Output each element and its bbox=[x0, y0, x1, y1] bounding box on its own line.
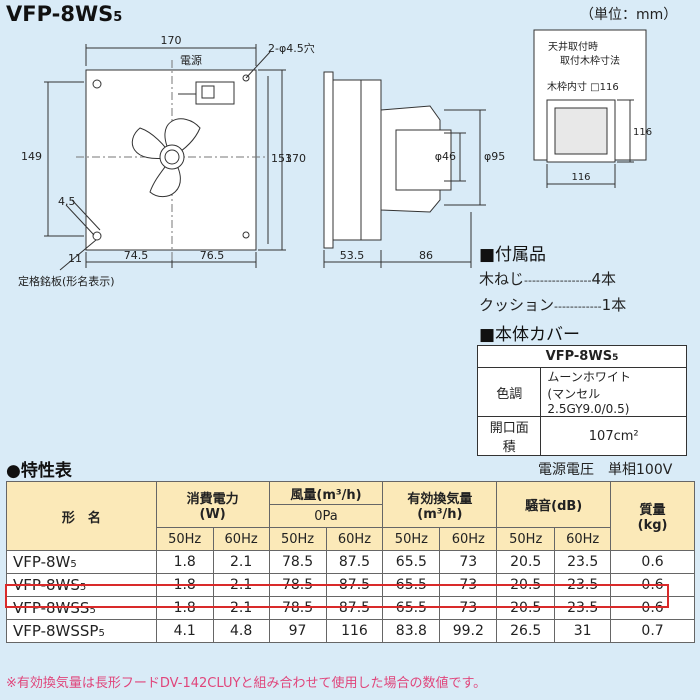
mount-hole bbox=[242, 74, 250, 82]
cover-area-value: 107cm² bbox=[540, 416, 687, 456]
dim-74-5: 74.5 bbox=[124, 249, 149, 262]
dim-153: 153 bbox=[271, 152, 292, 165]
header-power: 消費電力(W) bbox=[155, 481, 270, 528]
cover-table: VFP-8WS5 色調 ムーンホワイト(マンセル2.5GY9.0/0.5) 開口… bbox=[476, 345, 687, 456]
header-50hz: 50Hz bbox=[155, 527, 214, 551]
header-effective: 有効換気量(m³/h) bbox=[382, 481, 498, 528]
spec-heading: ●特性表 bbox=[6, 461, 72, 481]
value-cell: 23.5 bbox=[554, 550, 612, 574]
dim-170-side: 170 bbox=[285, 152, 306, 165]
technical-drawing: 170 2-φ4.5穴 電源 149 153 170 4.5 11 74.5 7… bbox=[18, 29, 652, 288]
header-60hz: 60Hz bbox=[439, 527, 498, 551]
value-cell: 83.8 bbox=[382, 619, 441, 643]
title-main: VFP-8WS bbox=[6, 2, 114, 26]
dim-4-5: 4.5 bbox=[58, 195, 76, 208]
accessory-qty: 1本 bbox=[601, 296, 627, 314]
value-cell: 87.5 bbox=[325, 550, 384, 574]
dim-170-top: 170 bbox=[161, 34, 182, 47]
ceiling-title-1: 天井取付時 bbox=[548, 40, 598, 53]
value-cell: 78.5 bbox=[268, 550, 327, 574]
dim-53-5: 53.5 bbox=[340, 249, 365, 262]
value-cell: 4.1 bbox=[155, 619, 214, 643]
value-cell: 73 bbox=[439, 550, 498, 574]
value-cell: 1.8 bbox=[155, 596, 214, 620]
value-cell: 2.1 bbox=[212, 550, 270, 574]
dim-116-bottom: 116 bbox=[571, 172, 590, 183]
mount-hole bbox=[92, 79, 102, 89]
model-cell: VFP-8W5 bbox=[6, 550, 157, 574]
side-view-front-panel bbox=[323, 71, 334, 249]
unit-label: （単位：mm） bbox=[580, 7, 678, 23]
value-cell: 65.5 bbox=[382, 596, 441, 620]
rating-plate-label: 定格銘板(形名表示) bbox=[18, 274, 115, 288]
header-airflow-sub: 0Pa bbox=[268, 504, 384, 528]
header-50hz: 50Hz bbox=[268, 527, 327, 551]
header-60hz: 60Hz bbox=[554, 527, 612, 551]
value-cell: 87.5 bbox=[325, 596, 384, 620]
value-cell: 97 bbox=[268, 619, 327, 643]
dim-116-side: 116 bbox=[633, 127, 652, 138]
dim-phi46: φ46 bbox=[435, 150, 456, 163]
ceiling-title-2: 取付木枠寸法 bbox=[560, 54, 620, 67]
frame-inner-label: 木枠内寸 □116 bbox=[547, 80, 619, 93]
power-supply-label: 電源電圧 単相100V bbox=[538, 462, 673, 478]
accessories-heading: ■付属品 bbox=[479, 245, 547, 265]
dim-phi95: φ95 bbox=[484, 150, 505, 163]
row-highlight-box bbox=[5, 584, 669, 608]
value-cell: 23.5 bbox=[554, 596, 612, 620]
table-row: VFP-8WSS5 1.8 2.1 78.5 87.5 65.5 73 20.5… bbox=[6, 596, 695, 620]
value-cell: 26.5 bbox=[496, 619, 556, 643]
header-60hz: 60Hz bbox=[212, 527, 270, 551]
table-row: VFP-8WSSP5 4.1 4.8 97 116 83.8 99.2 26.5… bbox=[6, 619, 695, 643]
accessory-dots: ------------ bbox=[554, 300, 602, 313]
cover-heading: ■本体カバー bbox=[479, 325, 581, 345]
dim-11: 11 bbox=[68, 252, 82, 265]
accessory-qty: 4本 bbox=[591, 270, 617, 288]
value-cell: 99.2 bbox=[439, 619, 498, 643]
header-model: 形 名 bbox=[6, 481, 157, 551]
header-mass: 質量(kg) bbox=[610, 481, 695, 551]
mount-hole bbox=[242, 231, 250, 239]
accessory-row: 木ねじ-----------------4本 bbox=[479, 268, 616, 289]
footnote: ※有効換気量は長形フードDV-142CLUYと組み合わせて使用した場合の数値です… bbox=[6, 676, 487, 691]
cover-area-label: 開口面積 bbox=[476, 416, 542, 456]
header-noise: 騒音(dB) bbox=[496, 481, 612, 528]
header-50hz: 50Hz bbox=[382, 527, 441, 551]
accessory-row: クッション------------1本 bbox=[479, 294, 626, 315]
value-cell: 20.5 bbox=[496, 550, 556, 574]
page-title: VFP-8WS5 bbox=[6, 2, 122, 26]
value-cell: 31 bbox=[554, 619, 612, 643]
accessory-dots: ----------------- bbox=[524, 274, 592, 287]
title-sub: 5 bbox=[113, 10, 123, 25]
dim-86: 86 bbox=[419, 249, 433, 262]
cover-model: VFP-8WS5 bbox=[477, 345, 687, 368]
wood-frame-inner bbox=[554, 107, 608, 155]
table-row: VFP-8W5 1.8 2.1 78.5 87.5 65.5 73 20.5 2… bbox=[6, 550, 695, 574]
holes-label: 2-φ4.5穴 bbox=[268, 41, 315, 55]
spec-table: 形 名 消費電力(W) 風量(m³/h) 有効換気量(m³/h) 騒音(dB) … bbox=[6, 481, 695, 643]
model-cell: VFP-8WSS5 bbox=[6, 596, 157, 620]
mount-hole bbox=[92, 231, 102, 241]
value-cell: 0.7 bbox=[610, 619, 695, 643]
header-50hz: 50Hz bbox=[496, 527, 556, 551]
value-cell: 20.5 bbox=[496, 596, 556, 620]
cover-color-label: 色調 bbox=[476, 367, 542, 417]
cover-color-value: ムーンホワイト(マンセル2.5GY9.0/0.5) bbox=[540, 367, 687, 417]
power-label: 電源 bbox=[180, 53, 202, 67]
value-cell: 116 bbox=[325, 619, 384, 643]
model-cell: VFP-8WSSP5 bbox=[6, 619, 157, 643]
dim-149: 149 bbox=[21, 150, 42, 163]
value-cell: 0.6 bbox=[610, 550, 695, 574]
accessory-name: 木ねじ bbox=[479, 270, 525, 288]
header-airflow: 風量(m³/h) bbox=[268, 481, 384, 505]
accessory-name: クッション bbox=[479, 296, 555, 314]
value-cell: 1.8 bbox=[155, 550, 214, 574]
value-cell: 65.5 bbox=[382, 550, 441, 574]
value-cell: 0.6 bbox=[610, 596, 695, 620]
value-cell: 4.8 bbox=[212, 619, 270, 643]
header-60hz: 60Hz bbox=[325, 527, 384, 551]
dim-76-5: 76.5 bbox=[200, 249, 225, 262]
